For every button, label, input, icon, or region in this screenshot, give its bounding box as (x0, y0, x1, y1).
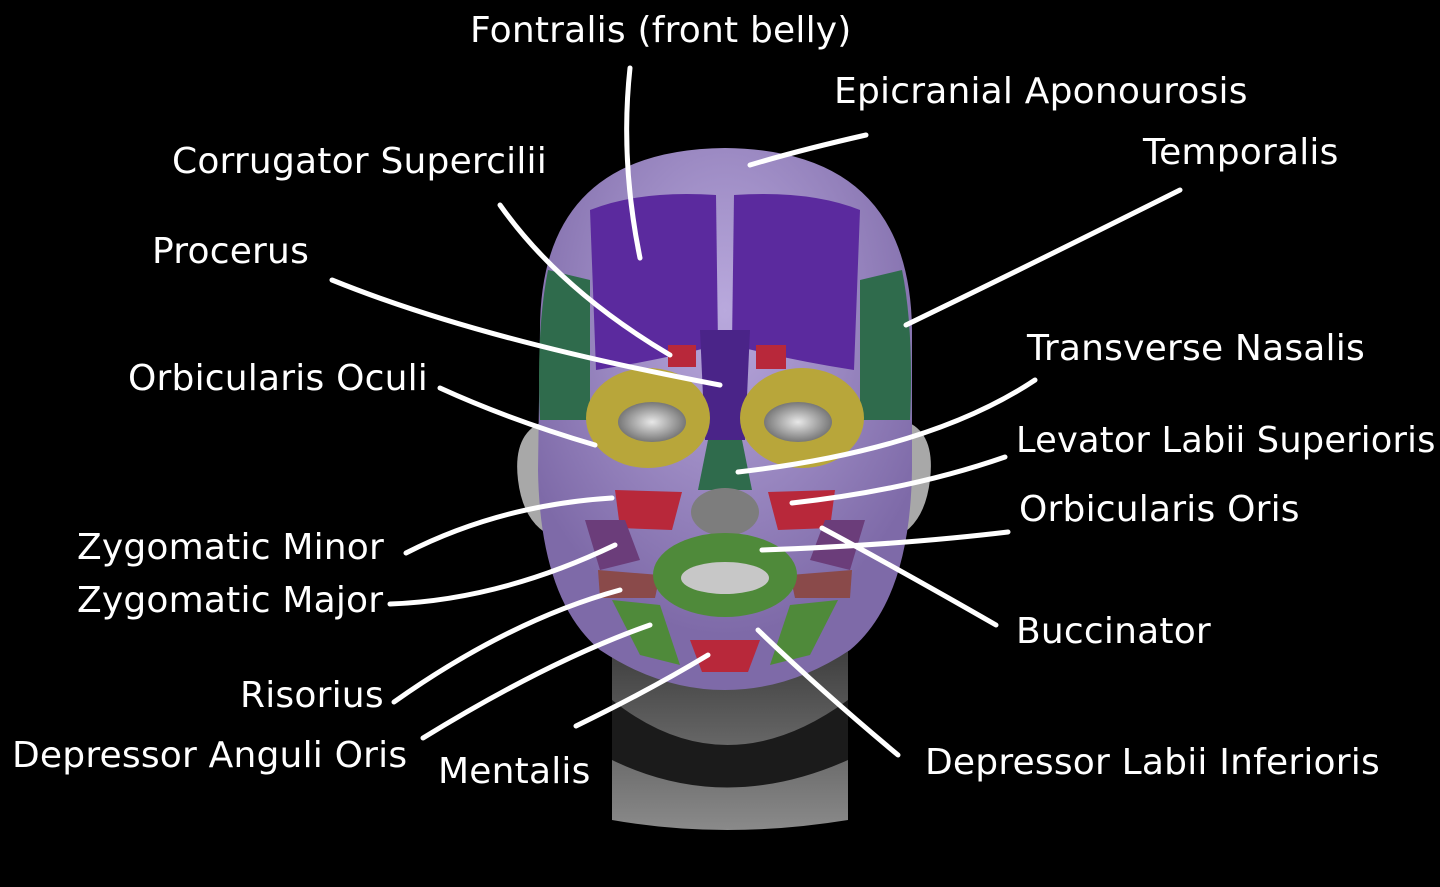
mentalis-shape (690, 640, 760, 672)
temporalis-left-shape (539, 270, 590, 420)
label-procerus: Procerus (152, 231, 310, 272)
label-depressor-anguli-oris: Depressor Anguli Oris (12, 735, 408, 776)
leader-orbicularis-oris (759, 529, 1011, 553)
risorius-right-shape (790, 570, 852, 598)
label-zygomatic-major: Zygomatic Major (77, 580, 384, 621)
temporalis-right-shape (860, 270, 911, 420)
neck-collar (612, 700, 848, 788)
corrugator-right-shape (756, 345, 786, 369)
leader-fontralis (624, 65, 643, 261)
label-corrugator-supercilii: Corrugator Supercilii (172, 141, 547, 182)
leader-depressor-labii (755, 627, 901, 758)
leader-levator-labii (789, 454, 1008, 506)
label-orbicularis-oris: Orbicularis Oris (1019, 489, 1300, 530)
leader-orbicularis-oculi (437, 385, 598, 448)
leader-mentalis (573, 652, 711, 729)
leader-zygomatic-major (387, 542, 618, 607)
lips (681, 562, 769, 594)
right-eye (764, 402, 832, 442)
label-temporalis: Temporalis (1143, 132, 1339, 173)
depressor-anguli-right-shape (770, 600, 838, 665)
label-buccinator: Buccinator (1016, 611, 1211, 652)
left-eye (618, 402, 686, 442)
leader-epicranial (747, 132, 869, 168)
leader-buccinator (819, 525, 999, 628)
label-epicranial-aponourosis: Epicranial Aponourosis (834, 71, 1248, 112)
leader-transverse-nasalis (735, 377, 1038, 475)
label-levator-labii-superioris: Levator Labii Superioris (1016, 420, 1436, 461)
leader-risorius (391, 587, 623, 705)
label-depressor-labii-inferioris: Depressor Labii Inferioris (925, 742, 1380, 783)
leader-corrugator (497, 202, 673, 358)
nose (691, 488, 759, 536)
nasalis-shape (698, 440, 752, 490)
levator-labii-left-shape (615, 490, 682, 530)
procerus-shape (700, 330, 750, 440)
frontalis-right-shape (732, 194, 860, 370)
label-orbicularis-oculi: Orbicularis Oculi (128, 358, 429, 399)
leader-procerus (329, 277, 723, 388)
neck-base (612, 640, 848, 830)
label-risorius: Risorius (240, 675, 384, 716)
leader-temporalis (903, 187, 1183, 328)
label-transverse-nasalis: Transverse Nasalis (1027, 328, 1365, 369)
corrugator-left-shape (668, 345, 696, 367)
depressor-anguli-left-shape (612, 600, 680, 665)
label-zygomatic-minor: Zygomatic Minor (77, 527, 385, 568)
leader-zygomatic-minor (403, 495, 615, 556)
label-mentalis: Mentalis (438, 751, 591, 792)
leader-lines (329, 65, 1183, 758)
leader-depressor-anguli (420, 622, 653, 741)
label-fontralis: Fontralis (front belly) (470, 10, 852, 51)
